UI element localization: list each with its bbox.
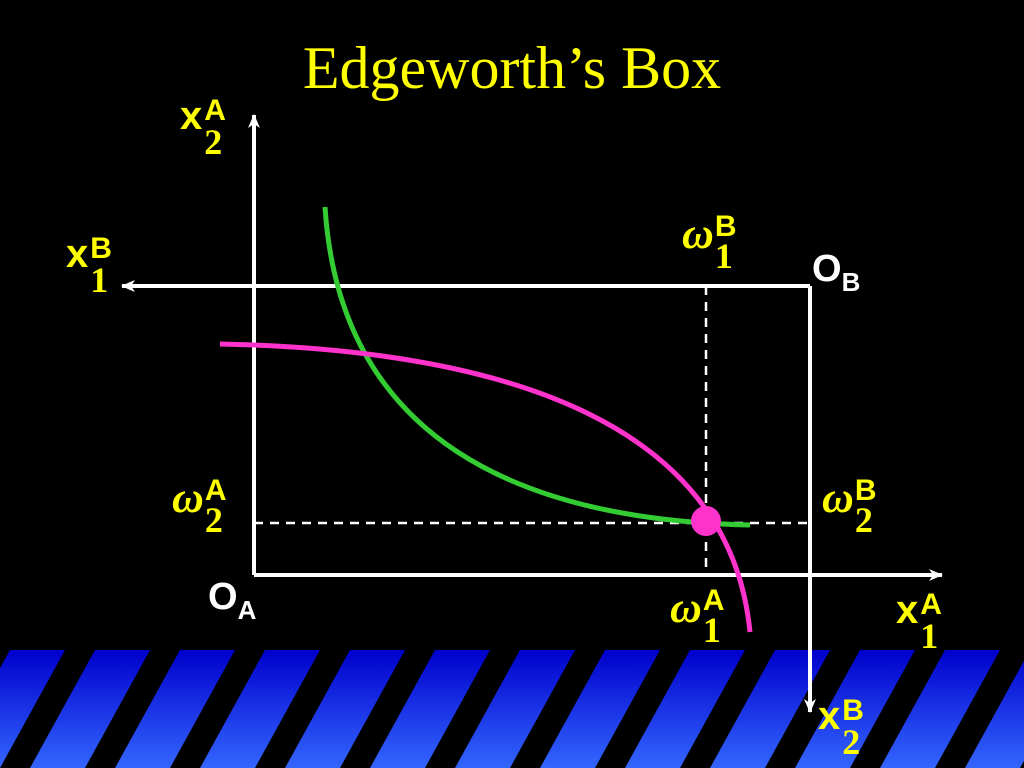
endowment-point: [691, 506, 721, 536]
indifference-curve-B: [219, 341, 753, 633]
origin-B: OB: [812, 248, 861, 297]
label-omega2-A: ω A 2: [172, 473, 227, 540]
band-stripes: [0, 650, 1024, 768]
label-omega2-B: ω B 2: [822, 473, 877, 540]
label-x2-B: x B 2: [818, 694, 864, 762]
indifference-curve-A: [322, 206, 751, 528]
label-x1-A: x A 1: [896, 588, 942, 656]
label-x2-A: x A 2: [180, 94, 226, 162]
label-omega1-B: ω B 1: [682, 209, 737, 276]
label-x1-B: x B 1: [66, 232, 112, 300]
label-omega1-A: ω A 1: [670, 583, 725, 650]
slide-title: Edgeworth’s Box: [302, 35, 722, 101]
striped-footer-band: [0, 650, 1024, 768]
origin-A: OA: [208, 576, 257, 625]
